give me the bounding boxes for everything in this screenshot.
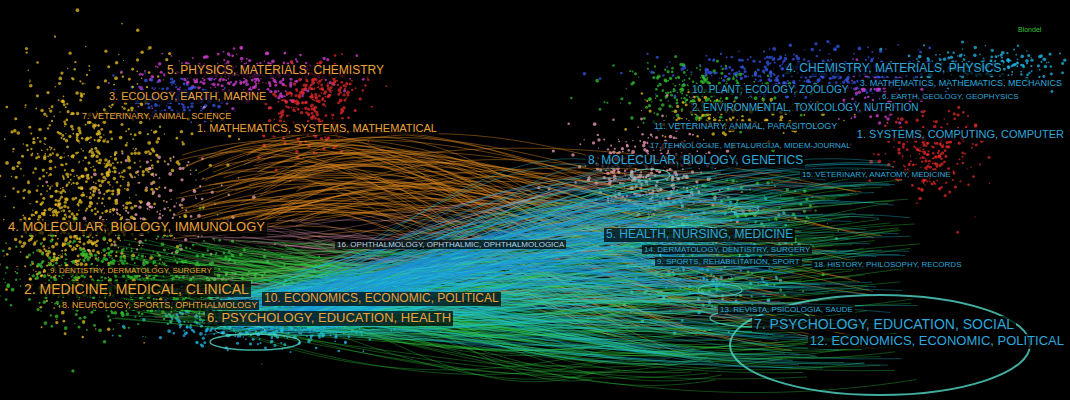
overlay-map: 5. PHYSICS, MATERIALS, CHEMISTRY3. ECOLO…	[0, 0, 1070, 400]
